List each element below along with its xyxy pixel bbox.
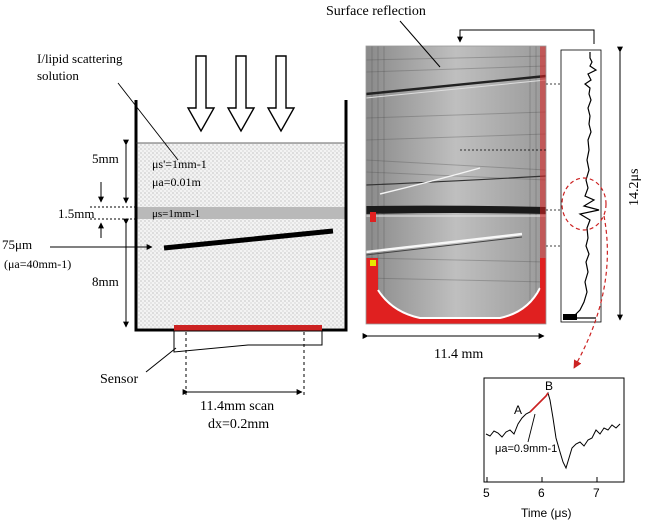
inset-tick-7: 7 — [593, 486, 600, 500]
solution-label-2: solution — [37, 68, 79, 83]
inset-mua: μa=0.9mm-1 — [495, 443, 557, 455]
mu-s-layer: μs=1mm-1 — [152, 208, 200, 220]
inset-label-a: A — [514, 403, 522, 417]
vessel-size: 75μm — [2, 237, 32, 252]
solution-label: I/lipid scattering — [37, 51, 123, 66]
container-schematic — [134, 55, 348, 353]
time-span-label: 14.2μs — [627, 169, 642, 206]
blood-vessel — [163, 228, 334, 251]
inset-tick-6: 6 — [538, 486, 545, 500]
sensor-strip — [174, 325, 322, 331]
sensor-body — [173, 330, 323, 353]
dimension-1-5mm — [90, 182, 136, 238]
scan-length: 11.4mm scan — [200, 399, 274, 414]
vessel-mua: (μa=40mm-1) — [4, 257, 71, 271]
surface-reflection-pointer — [399, 20, 441, 68]
highlight-circle — [561, 177, 607, 231]
connector-arrow — [457, 29, 595, 44]
mu-a-top: μa=0.01m — [152, 175, 202, 189]
highlight-arrow — [573, 215, 608, 369]
illumination-arrows — [186, 55, 296, 133]
mu-s-top: μs'=1mm-1 — [152, 157, 207, 171]
sensor-leader — [145, 347, 177, 373]
surface-reflection-label: Surface reflection — [326, 4, 426, 19]
inset-label-b: B — [545, 379, 553, 393]
inset-mua-pointer — [527, 413, 536, 443]
solution-leader — [117, 82, 179, 161]
image-width-label: 11.4 mm — [434, 347, 483, 362]
inset-xlabel: Time (μs) — [521, 506, 571, 520]
inset-tick-5: 5 — [483, 486, 490, 500]
absorbing-layer — [136, 207, 346, 219]
dim-1-5mm-label: 1.5mm — [58, 206, 94, 221]
dim-8mm-label: 8mm — [92, 274, 119, 289]
dim-5mm-label: 5mm — [92, 151, 119, 166]
inset-plot — [483, 377, 625, 483]
sensor-label: Sensor — [100, 372, 138, 387]
scan-step: dx=0.2mm — [208, 417, 269, 432]
photoacoustic-image — [365, 45, 547, 325]
a-line-trace — [560, 49, 602, 323]
scan-dimension — [182, 332, 305, 398]
